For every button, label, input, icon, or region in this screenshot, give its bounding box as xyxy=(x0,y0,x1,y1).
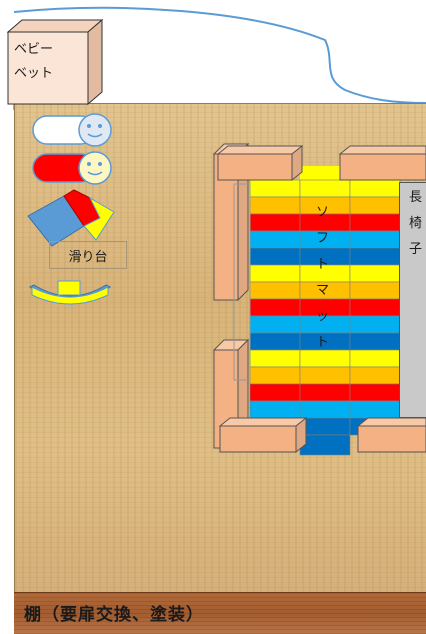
rocking-toy-white xyxy=(32,113,112,147)
mat-cell xyxy=(349,349,401,368)
long-chair-label: 長椅子 xyxy=(409,185,422,263)
rocking-toy-red xyxy=(32,151,112,185)
shelf-label: 棚（要扉交換、塗装） xyxy=(24,605,204,625)
long-chair xyxy=(399,182,426,418)
soft-mat-label-char: ト xyxy=(316,335,330,350)
soft-mat-label-char: フ xyxy=(316,231,330,246)
baby-bed xyxy=(6,18,104,106)
mat-cell xyxy=(249,196,301,215)
slide-icon xyxy=(27,189,115,247)
mat-cell xyxy=(349,230,401,249)
mat-cell xyxy=(249,298,301,317)
cushion-block-top-left xyxy=(216,144,304,182)
mat-cell xyxy=(299,179,351,198)
mat-cell xyxy=(349,383,401,402)
mat-cell xyxy=(349,400,401,419)
mat-cell xyxy=(349,332,401,351)
mat-cell xyxy=(249,400,301,419)
soft-mat-label-char: ソ xyxy=(316,205,330,220)
baby-bed-label: ベビー ベット xyxy=(14,38,53,86)
mat-cell xyxy=(249,179,301,198)
mat-top-strip xyxy=(300,166,350,182)
soft-mat-label-char: マ xyxy=(316,283,330,298)
cushion-block-bottom-right xyxy=(356,417,426,453)
mat-cell xyxy=(249,332,301,351)
mat-cell xyxy=(349,315,401,334)
mat-cell xyxy=(299,400,351,419)
mat-cell xyxy=(249,281,301,300)
mat-cell xyxy=(249,247,301,266)
mat-cell xyxy=(349,213,401,232)
long-chair-label-char: 子 xyxy=(409,242,423,257)
mat-cell xyxy=(349,298,401,317)
cushion-block-bottom-left xyxy=(218,416,308,454)
rocker-boat xyxy=(29,280,111,305)
soft-mat-label-char: ッ xyxy=(316,309,330,324)
long-chair-label-char: 長 xyxy=(409,190,423,205)
long-chair-label-char: 椅 xyxy=(409,216,423,231)
mat-cell xyxy=(249,315,301,334)
mat-cell xyxy=(249,366,301,385)
mat-cell xyxy=(249,349,301,368)
shelf: 棚（要扉交換、塗装） xyxy=(14,592,426,634)
mat-cell xyxy=(249,383,301,402)
soft-mat-label: ソフトマット xyxy=(316,200,329,356)
mat-cell xyxy=(349,264,401,283)
mat-bottom-strip xyxy=(299,434,351,456)
mat-cell xyxy=(349,281,401,300)
soft-mat-area xyxy=(212,142,426,456)
mat-cell xyxy=(349,196,401,215)
mat-cell xyxy=(349,247,401,266)
mat-cell xyxy=(349,179,401,198)
cushion-block-top-right xyxy=(338,145,426,181)
mat-guide-box xyxy=(233,183,251,381)
mat-cell xyxy=(299,366,351,385)
baby-bed-label-line2: ベット xyxy=(14,66,54,81)
mat-cell xyxy=(299,417,351,436)
mat-cell xyxy=(249,264,301,283)
slide-label: 滑り台 xyxy=(49,241,127,269)
mat-cell xyxy=(249,230,301,249)
mat-cell xyxy=(299,383,351,402)
soft-mat-label-char: ト xyxy=(316,257,330,272)
baby-bed-label-line1: ベビー xyxy=(14,42,54,57)
mat-cell xyxy=(349,366,401,385)
mat-cell xyxy=(249,213,301,232)
